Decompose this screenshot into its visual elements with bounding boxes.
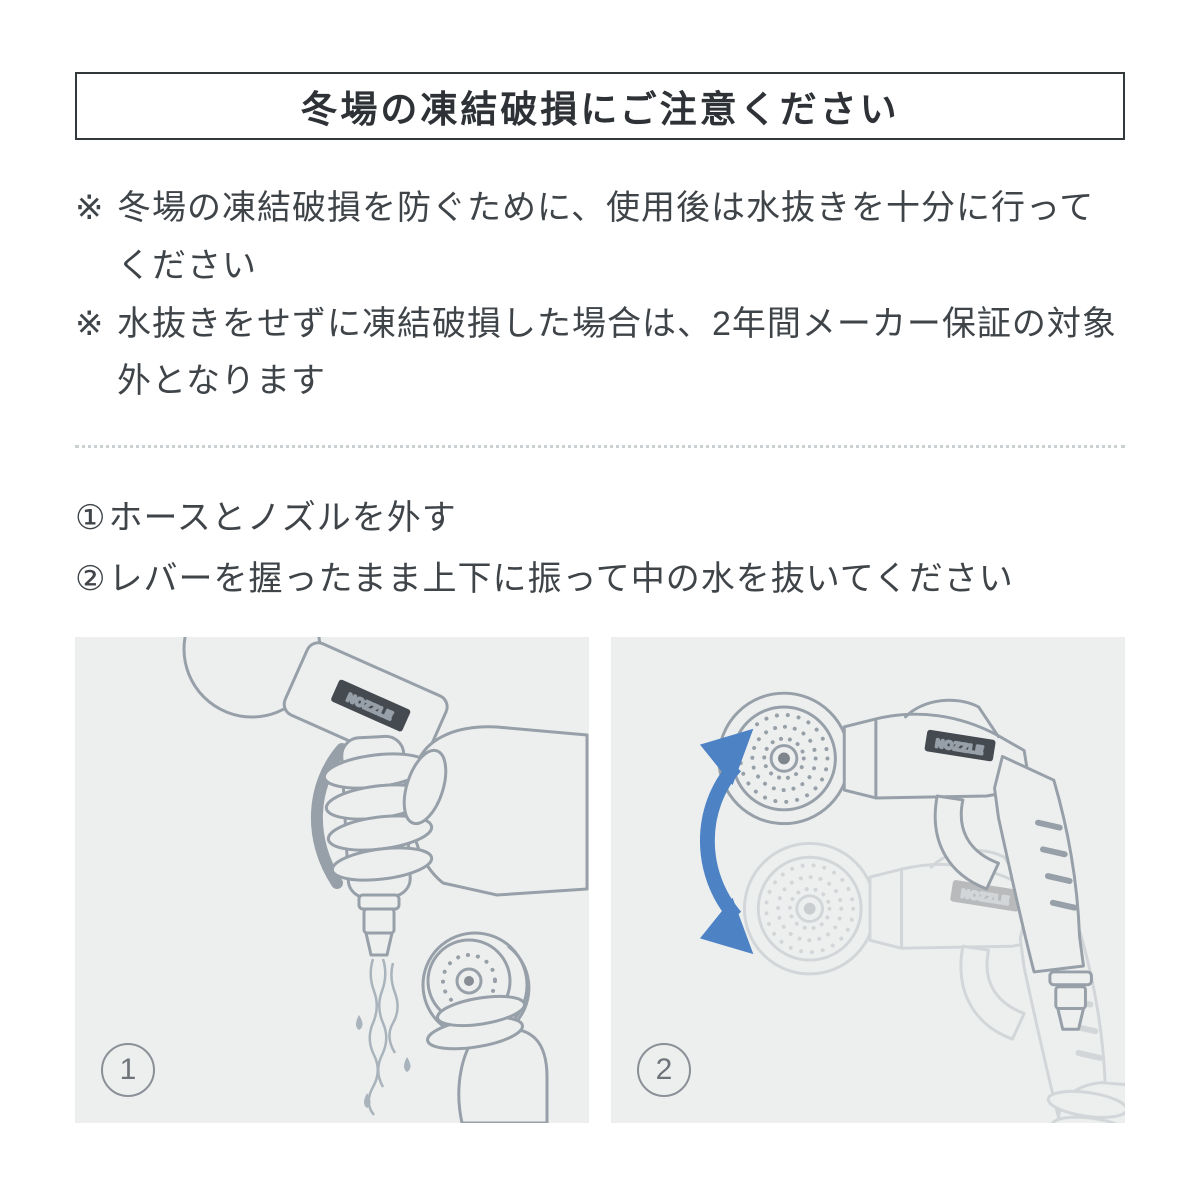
detached-nozzle-head xyxy=(421,931,549,1124)
ghost-nozzle xyxy=(744,844,1125,1124)
illustration-panel-1: NOZZLE xyxy=(75,637,589,1124)
warning-note-2: ※ 水抜きをせずに凍結破損した場合は、2年間メーカー保証の対象外となります xyxy=(75,296,1125,412)
drain-nozzle-illustration: NOZZLE xyxy=(182,637,589,1124)
title-box: 冬場の凍結破損にご注意ください xyxy=(75,72,1125,140)
hand xyxy=(457,1027,549,1124)
panel-number-2: 2 xyxy=(637,1043,691,1098)
step-number: ① xyxy=(75,499,107,538)
ghost-hand xyxy=(1046,1081,1125,1124)
illustration-panels: NOZZLE xyxy=(75,637,1125,1124)
step-number: ② xyxy=(75,559,107,598)
dotted-divider xyxy=(75,445,1125,449)
panel-number-1: 1 xyxy=(101,1043,155,1098)
step-list: ①ホースとノズルを外す ②レバーを握ったまま上下に振って中の水を抜いてください xyxy=(75,488,1125,609)
note-marker: ※ xyxy=(75,304,105,343)
finger xyxy=(435,995,527,1028)
step-2: ②レバーを握ったまま上下に振って中の水を抜いてください xyxy=(75,549,1125,610)
shake-arrow-icon xyxy=(699,728,754,955)
note-text: 水抜きをせずに凍結破損した場合は、2年間メーカー保証の対象外となります xyxy=(117,304,1117,401)
warning-note-1: ※ 冬場の凍結破損を防ぐために、使用後は水抜きを十分に行ってください xyxy=(75,180,1125,296)
panel-number-text: 1 xyxy=(119,1053,137,1087)
step-1: ①ホースとノズルを外す xyxy=(75,488,1125,549)
shake-nozzle-illustration: NOZZLE xyxy=(699,637,1125,1124)
nozzle-trigger xyxy=(310,743,348,890)
panel-number-text: 2 xyxy=(655,1053,673,1087)
step-text: レバーを握ったまま上下に振って中の水を抜いてください xyxy=(108,559,1014,598)
water-stream xyxy=(356,958,411,1117)
warning-notes: ※ 冬場の凍結破損を防ぐために、使用後は水抜きを十分に行ってください ※ 水抜き… xyxy=(75,180,1125,411)
note-marker: ※ xyxy=(75,189,105,227)
page-title: 冬場の凍結破損にご注意ください xyxy=(300,89,900,130)
note-text: 冬場の凍結破損を防ぐために、使用後は水抜きを十分に行ってください xyxy=(117,189,1095,285)
illustration-panel-2: NOZZLE xyxy=(611,637,1125,1124)
hand-fingers xyxy=(322,749,448,882)
step-text: ホースとノズルを外す xyxy=(108,499,457,538)
hose-connector xyxy=(357,893,401,957)
